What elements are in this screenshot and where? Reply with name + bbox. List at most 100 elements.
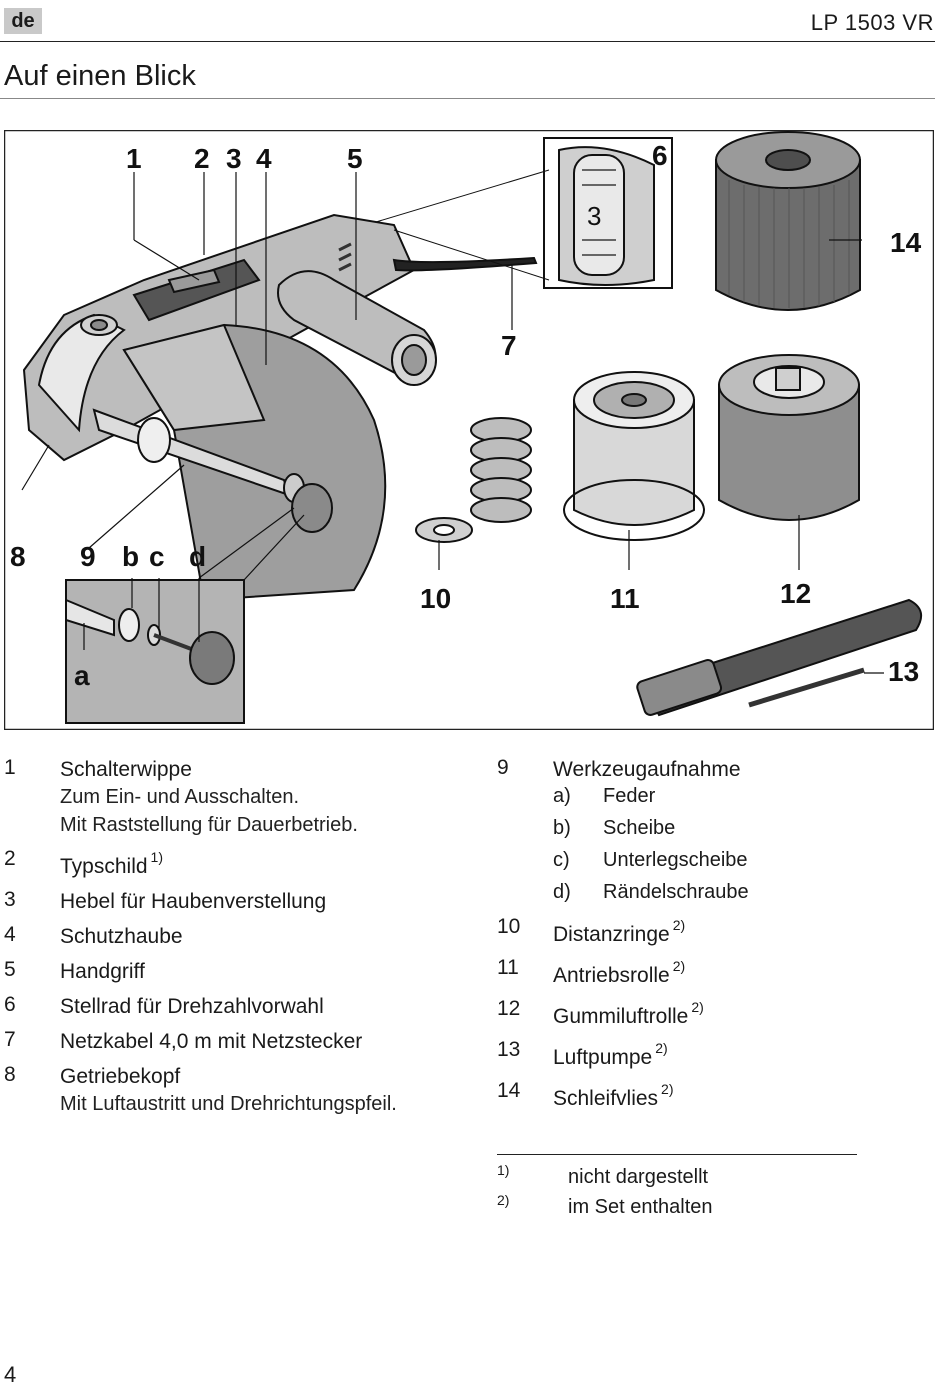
- legend-subitem: b) Scheibe: [497, 815, 917, 847]
- legend-number: 10: [497, 915, 521, 938]
- speed-dial-inset: 3: [543, 137, 673, 289]
- legend-right: 9 Werkzeugaufnahme a) Feder b) Scheibe c…: [497, 756, 917, 1120]
- legend-subitem: c) Unterlegscheibe: [497, 847, 917, 879]
- legend-subitem: d) Rändelschraube: [497, 879, 917, 911]
- callout-13: 13: [888, 656, 919, 687]
- legend-title: Hebel für Haubenverstellung: [60, 890, 327, 913]
- legend-number: 1: [4, 756, 16, 779]
- legend-title: Werkzeugaufnahme: [553, 758, 741, 781]
- rubber-air-roller: [718, 354, 860, 521]
- page-number: 4: [4, 1362, 17, 1387]
- legend-description: Mit Luftaustritt und Drehrichtungspfeil.: [60, 1093, 397, 1115]
- legend-title: Stellrad für Drehzahlvorwahl: [60, 995, 324, 1018]
- legend-number: 12: [497, 997, 521, 1020]
- subitem-key: d): [553, 881, 571, 903]
- callout-8: 8: [10, 541, 26, 572]
- legend-item: 5 Handgriff: [4, 958, 474, 985]
- callout-a: a: [74, 660, 90, 691]
- callout-3: 3: [226, 143, 242, 174]
- legend-item: 6 Stellrad für Drehzahlvorwahl: [4, 993, 474, 1020]
- legend-number: 9: [497, 756, 509, 779]
- header-rule: [0, 41, 935, 42]
- legend-title: Distanzringe: [553, 923, 670, 946]
- legend-item: 7 Netzkabel 4,0 m mit Netzstecker: [4, 1028, 474, 1055]
- footnote-ref: 2): [672, 958, 686, 974]
- legend-number: 2: [4, 847, 16, 870]
- handle: [277, 270, 437, 386]
- legend-number: 4: [4, 923, 16, 946]
- callout-7: 7: [501, 330, 517, 361]
- model-name: LP 1503 VR: [810, 10, 934, 35]
- callout-10: 10: [420, 583, 451, 614]
- legend-item: 4 Schutzhaube: [4, 923, 474, 950]
- legend-number: 5: [4, 958, 16, 981]
- subitem-key: a): [553, 785, 571, 807]
- legend-title: Luftpumpe: [553, 1046, 653, 1069]
- callout-14: 14: [890, 227, 922, 258]
- legend-number: 13: [497, 1038, 521, 1061]
- detail-inset: [65, 579, 245, 724]
- guard-hood: [122, 323, 387, 602]
- callout-d: d: [189, 541, 206, 572]
- callout-b: b: [122, 541, 139, 572]
- legend-description: Zum Ein- und Ausschalten.: [60, 786, 300, 808]
- legend-number: 11: [497, 956, 519, 979]
- legend-number: 8: [4, 1063, 16, 1086]
- footnote-ref: 2): [661, 1081, 674, 1097]
- footnote-ref: 2): [672, 917, 686, 933]
- legend-item: 3 Hebel für Haubenverstellung: [4, 888, 474, 915]
- legend-subitem: a) Feder: [497, 783, 917, 815]
- product-illustration: 3: [4, 130, 934, 730]
- page-title: Auf einen Blick: [4, 60, 196, 92]
- legend-number: 7: [4, 1028, 16, 1051]
- callout-4: 4: [256, 143, 272, 174]
- legend-number: 6: [4, 993, 16, 1016]
- abrasive-fleece-roll: [715, 131, 861, 311]
- legend-title: Gummiluftrolle: [553, 1005, 689, 1028]
- callout-11: 11: [610, 583, 640, 614]
- legend-title: Schalterwippe: [60, 758, 192, 781]
- subitem-label: Unterlegscheibe: [603, 849, 748, 871]
- subitem-key: c): [553, 849, 570, 871]
- subitem-label: Feder: [603, 785, 656, 807]
- title-rule: [0, 98, 935, 99]
- footnote-rule: [497, 1154, 857, 1155]
- legend-title: Schleifvlies: [553, 1087, 659, 1110]
- air-pump: [636, 598, 923, 717]
- legend-title: Antriebsrolle: [553, 964, 670, 987]
- footnote-ref: 2): [655, 1040, 668, 1056]
- legend-title: Schutzhaube: [60, 925, 183, 948]
- legend-number: 3: [4, 888, 16, 911]
- legend-description: Mit Raststellung für Dauerbetrieb.: [60, 814, 358, 836]
- legend-item: 9 Werkzeugaufnahme a) Feder b) Scheibe c…: [497, 756, 917, 911]
- subitem-label: Rändelschraube: [603, 881, 749, 903]
- legend-item: 8 Getriebekopf Mit Luftaustritt und Dreh…: [4, 1063, 474, 1118]
- legend-title: Netzkabel 4,0 m mit Netzstecker: [60, 1030, 363, 1053]
- drive-roller: [563, 371, 705, 541]
- subitem-key: b): [553, 817, 571, 839]
- legend-left: 1 Schalterwippe Zum Ein- und Ausschalten…: [4, 756, 474, 1126]
- dial-number: 3: [587, 201, 601, 231]
- legend-title: Typschild: [60, 855, 148, 878]
- footnote-ref: 1): [150, 849, 163, 865]
- footnote-ref: 2): [691, 999, 704, 1015]
- footnote-text: nicht dargestellt: [568, 1166, 709, 1188]
- callout-9: 9: [80, 541, 96, 572]
- callout-c: c: [149, 541, 165, 572]
- tool-shaft: [92, 408, 333, 533]
- callout-6: 6: [652, 140, 668, 171]
- callout-1: 1: [126, 143, 142, 174]
- footnote-key: 2): [497, 1192, 510, 1208]
- spacer-rings: [415, 417, 532, 543]
- callout-2: 2: [194, 143, 210, 174]
- callout-5: 5: [347, 143, 363, 174]
- language-tag: de: [4, 8, 42, 34]
- callout-12: 12: [780, 578, 811, 609]
- legend-title: Handgriff: [60, 960, 145, 983]
